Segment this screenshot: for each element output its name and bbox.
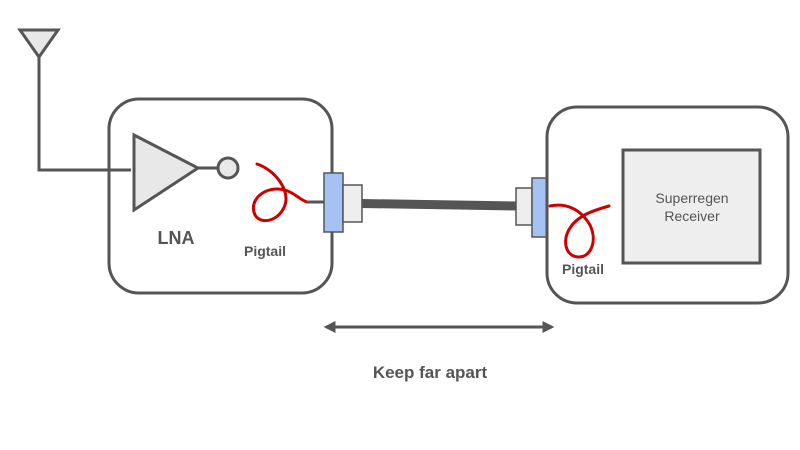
amplifier-icon xyxy=(132,132,240,213)
connector-right-flange xyxy=(531,177,548,238)
connector-right-plug xyxy=(515,187,533,226)
pigtail-right xyxy=(548,203,611,259)
receiver-block xyxy=(621,148,762,265)
receiver-label-line2: Receiver xyxy=(664,208,720,224)
connector-left-flange xyxy=(323,172,344,233)
receiver-label-line1: Superregen xyxy=(655,190,728,206)
pigtail-left-label: Pigtail xyxy=(244,243,286,259)
coax-cable xyxy=(361,199,517,211)
pigtail-right-label: Pigtail xyxy=(562,261,604,277)
connector-left-plug xyxy=(342,184,363,223)
pigtail-left xyxy=(251,162,309,223)
distance-note: Keep far apart xyxy=(373,363,488,382)
lna-label: LNA xyxy=(158,228,195,248)
